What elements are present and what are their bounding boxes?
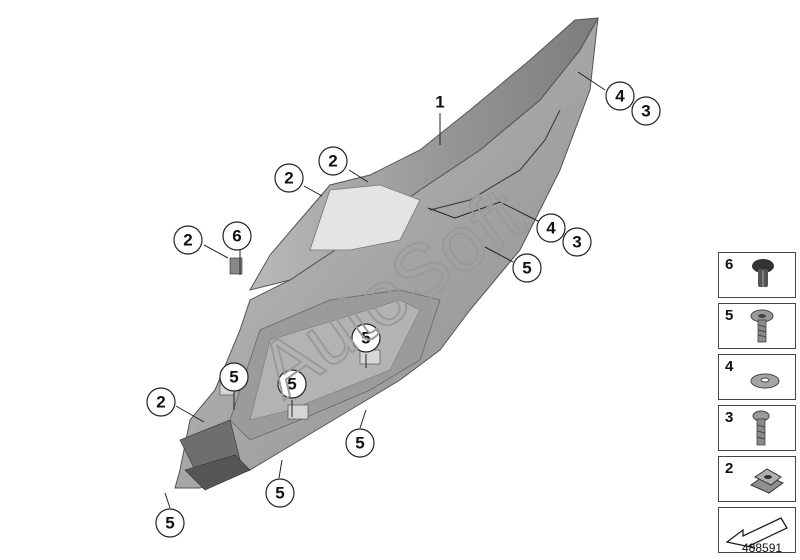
svg-text:5: 5 (229, 368, 238, 387)
callout-number: 1 (435, 93, 444, 112)
callout-5-f: 5 (265, 478, 295, 508)
svg-text:3: 3 (641, 102, 650, 121)
callout-3-mid: 3 (562, 227, 592, 257)
callout-5-d: 5 (219, 362, 249, 392)
svg-text:4: 4 (615, 87, 625, 106)
callout-2-d: 2 (146, 387, 176, 417)
callout-5-c: 5 (277, 369, 307, 399)
legend-item-arrow (718, 507, 796, 553)
callout-1: 1 (435, 93, 444, 112)
callout-4-top: 4 (605, 81, 635, 111)
callout-2-e: 6 (222, 221, 252, 251)
callout-2-a: 2 (318, 146, 348, 176)
bolt-icon (752, 410, 770, 446)
callout-5-g: 5 (155, 508, 185, 538)
washer-icon (750, 373, 780, 389)
legend-item-3: 3 (718, 405, 796, 451)
legend-item-5: 5 (718, 303, 796, 349)
svg-text:5: 5 (355, 434, 364, 453)
torx-screw-icon (750, 309, 774, 343)
svg-text:2: 2 (183, 231, 192, 250)
direction-arrow-icon (725, 517, 788, 549)
svg-text:5: 5 (287, 375, 296, 394)
svg-text:2: 2 (284, 169, 293, 188)
expanding-rivet-icon (752, 259, 774, 287)
svg-text:3: 3 (572, 233, 581, 252)
callout-5-e: 5 (345, 428, 375, 458)
svg-text:2: 2 (156, 393, 165, 412)
legend-item-2: 2 (718, 456, 796, 502)
svg-text:2: 2 (328, 152, 337, 171)
callout-5-a: 5 (512, 253, 542, 283)
legend-item-4: 4 (718, 354, 796, 400)
clip-nut-icon (749, 468, 785, 494)
callout-5-b: 5 (351, 323, 381, 353)
svg-text:5: 5 (275, 484, 284, 503)
parts-legend: 6 5 4 3 (718, 252, 796, 558)
svg-text:5: 5 (522, 259, 531, 278)
svg-text:4: 4 (546, 219, 556, 238)
legend-number: 6 (725, 256, 734, 273)
callout-3-top: 3 (631, 96, 661, 126)
callout-2-c: 2 (173, 225, 203, 255)
callout-2-b: 2 (274, 163, 304, 193)
legend-item-6: 6 (718, 252, 796, 298)
svg-text:5: 5 (165, 514, 174, 533)
reference-number: 488591 (742, 541, 783, 555)
callout-4-mid: 4 (536, 213, 566, 243)
svg-text:5: 5 (361, 329, 370, 348)
svg-text:6: 6 (232, 227, 241, 246)
leader-lines (164, 71, 606, 509)
